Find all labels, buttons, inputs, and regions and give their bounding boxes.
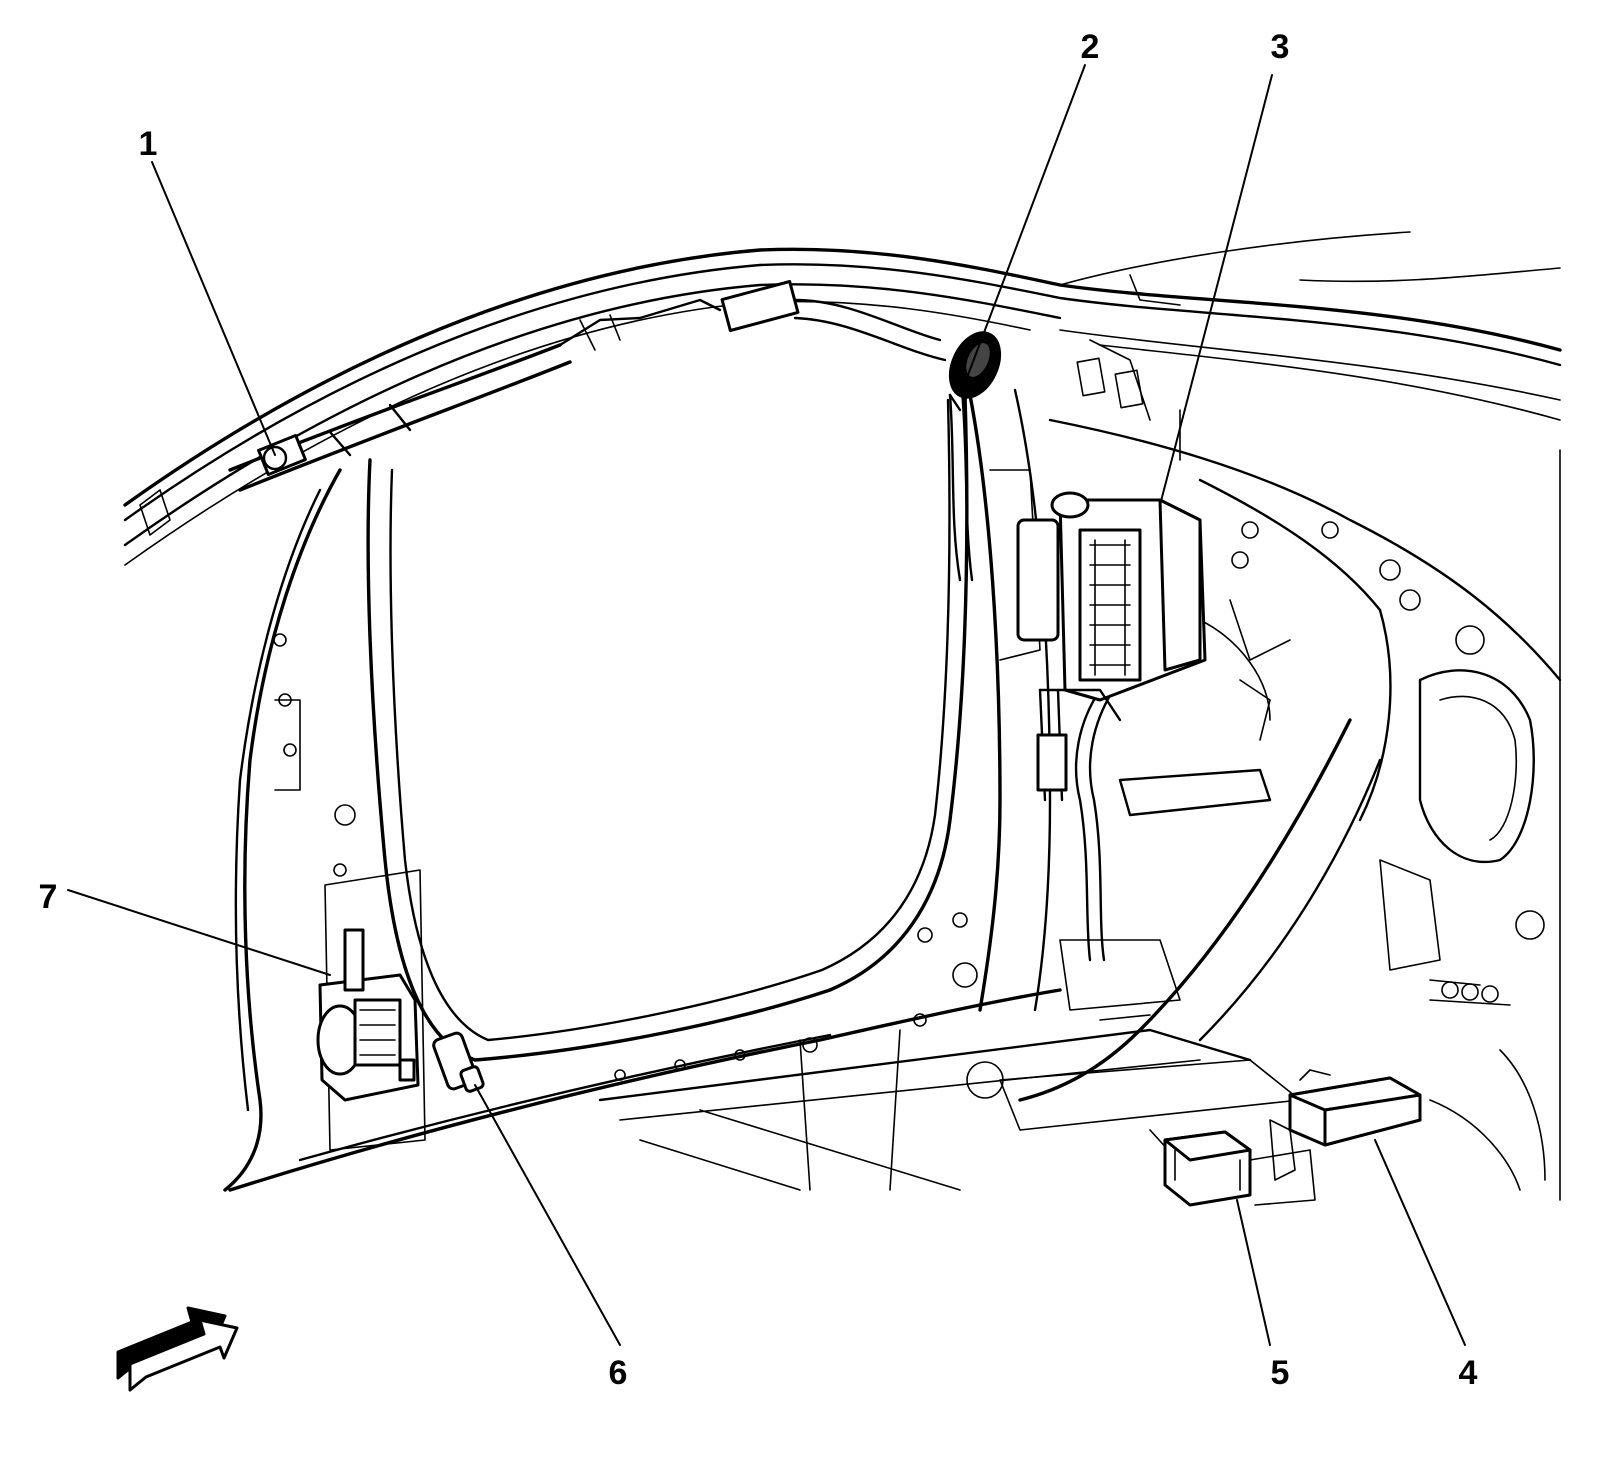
roof-rail <box>123 231 1562 566</box>
callout-leaders <box>67 64 1466 1346</box>
callout-4: 4 <box>1459 1354 1478 1392</box>
roof-rail-airbag <box>139 279 947 536</box>
callout-5: 5 <box>1271 1354 1290 1392</box>
callout-7: 7 <box>39 878 58 916</box>
component-4-sensor-module <box>1269 1069 1422 1181</box>
component-6-sensor <box>432 1031 485 1093</box>
callout-3: 3 <box>1271 28 1290 66</box>
callout-2: 2 <box>1081 28 1100 66</box>
component-2-grommet <box>948 331 1002 412</box>
component-5-sensor <box>1163 1130 1316 1207</box>
component-3-control-module <box>1016 491 1207 722</box>
callout-1: 1 <box>139 125 158 163</box>
rear-interior <box>966 339 1562 1201</box>
callout-6: 6 <box>609 1354 628 1392</box>
callout-labels: 1 2 3 4 5 6 7 <box>39 28 1478 1392</box>
component-7-retractor <box>316 928 420 1102</box>
forward-arrow-icon <box>116 1306 239 1392</box>
wiring-harness <box>948 388 1114 962</box>
